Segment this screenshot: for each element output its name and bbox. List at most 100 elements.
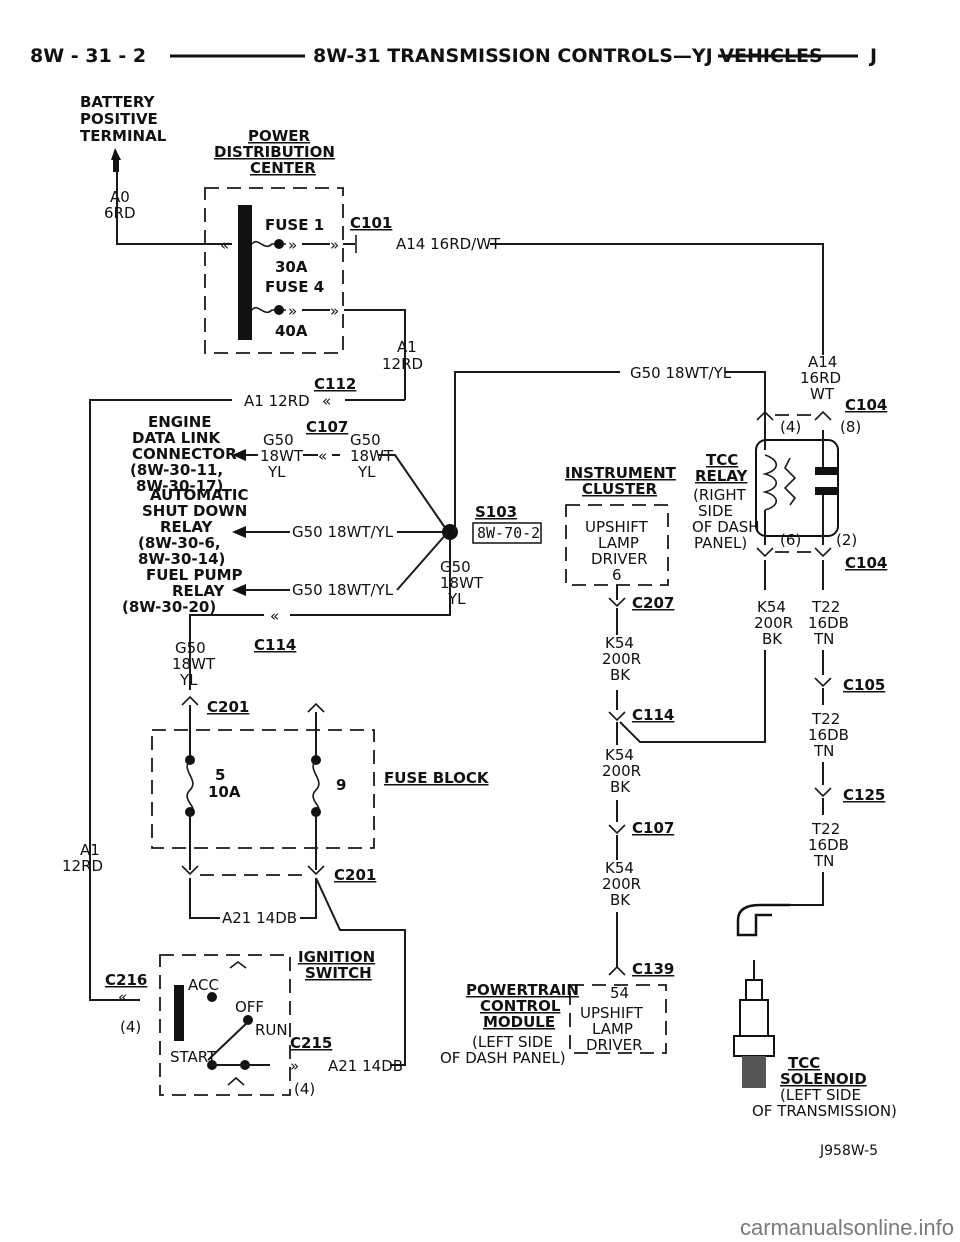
a14-wire-label: A14 16RD/WT (396, 235, 501, 253)
svg-text:SIDE: SIDE (698, 502, 733, 520)
tcc-relay: TCC RELAY (RIGHT SIDE OF DASH PANEL) (692, 430, 839, 552)
fuse-4-symbol (251, 306, 286, 314)
svg-text:TERMINAL: TERMINAL (80, 127, 167, 145)
svg-text:18WT: 18WT (350, 447, 394, 465)
fuse-5-rating: 10A (208, 783, 241, 801)
svg-text:T22: T22 (811, 598, 840, 616)
svg-text:BATTERY: BATTERY (80, 93, 156, 111)
svg-text:«: « (118, 988, 127, 1006)
svg-text:INSTRUMENT: INSTRUMENT (565, 464, 677, 482)
svg-text:»: » (330, 302, 339, 320)
svg-text:YL: YL (357, 463, 376, 481)
svg-text:200R: 200R (602, 762, 641, 780)
svg-text:G50 18WT/YL: G50 18WT/YL (292, 523, 394, 541)
a1-wire-label: A1 12RD (244, 392, 310, 410)
svg-text:SOLENOID: SOLENOID (780, 1070, 867, 1088)
svg-text:CONTROL: CONTROL (480, 997, 561, 1015)
svg-text:»: » (330, 236, 339, 254)
svg-text:(4): (4) (294, 1080, 315, 1098)
c105-label: C105 (843, 676, 885, 694)
svg-text:T22: T22 (811, 820, 840, 838)
svg-text:POSITIVE: POSITIVE (80, 110, 158, 128)
svg-text:18WT: 18WT (440, 574, 484, 592)
fuse-1-symbol (251, 240, 286, 248)
fuse-9-label: 9 (336, 776, 346, 794)
c101-label: C101 (350, 214, 392, 232)
fuse-block-label: FUSE BLOCK (384, 769, 490, 787)
section-letter: J (868, 45, 877, 67)
svg-text:(6): (6) (780, 531, 801, 549)
svg-text:«: « (318, 447, 327, 465)
svg-text:MODULE: MODULE (483, 1013, 555, 1031)
figure-id: J958W-5 (819, 1143, 878, 1159)
instrument-cluster: INSTRUMENT CLUSTER UPSHIFT LAMP DRIVER 6 (565, 464, 677, 586)
fuel-pump-relay: FUEL PUMP RELAY (8W-30-20) (122, 566, 243, 616)
arrow-left-icon (232, 449, 246, 461)
svg-text:UPSHIFT: UPSHIFT (580, 1004, 644, 1022)
svg-text:OF DASH PANEL): OF DASH PANEL) (440, 1049, 566, 1067)
svg-text:(RIGHT: (RIGHT (693, 486, 747, 504)
c207-label: C207 (632, 594, 674, 612)
svg-text:TCC: TCC (788, 1054, 820, 1072)
svg-text:G50: G50 (263, 431, 294, 449)
engine-data-link-connector: ENGINE DATA LINK CONNECTOR (8W-30-11, 8W… (130, 413, 237, 495)
svg-text:YL: YL (447, 590, 466, 608)
svg-text:RELAY: RELAY (160, 518, 214, 536)
solenoid-connector-icon (736, 903, 790, 937)
page-title: 8W-31 TRANSMISSION CONTROLS—YJ VEHICLES (313, 45, 823, 67)
svg-text:LAMP: LAMP (598, 534, 639, 552)
fuse-4-label: FUSE 4 (265, 278, 324, 296)
svg-text:200R: 200R (754, 614, 793, 632)
svg-text:G50: G50 (440, 558, 471, 576)
svg-text:PANEL): PANEL) (694, 534, 747, 552)
watermark: carmanualsonline.info (740, 1215, 954, 1240)
c114-right-label: C114 (632, 706, 674, 724)
c216-label: C216 (105, 971, 147, 989)
svg-text:A1: A1 (80, 841, 100, 859)
svg-text:12RD: 12RD (382, 355, 423, 373)
c112-label: C112 (314, 375, 356, 393)
c215-label: C215 (290, 1034, 332, 1052)
svg-text:CLUSTER: CLUSTER (582, 480, 657, 498)
svg-text:»: » (288, 236, 297, 254)
svg-text:DRIVER: DRIVER (586, 1036, 643, 1054)
svg-text:IGNITION: IGNITION (298, 948, 375, 966)
svg-text:RUN: RUN (255, 1021, 288, 1039)
svg-text:18WT: 18WT (260, 447, 304, 465)
svg-text:OF TRANSMISSION): OF TRANSMISSION) (752, 1102, 897, 1120)
svg-text:DATA LINK: DATA LINK (132, 429, 221, 447)
svg-text:LAMP: LAMP (592, 1020, 633, 1038)
svg-text:A21 14DB: A21 14DB (222, 909, 297, 927)
svg-text:A0: A0 (110, 188, 130, 206)
svg-text:OF DASH: OF DASH (692, 518, 760, 536)
svg-text:«: « (270, 607, 279, 625)
svg-text:A1: A1 (397, 338, 417, 356)
g50-top-wire-label: G50 18WT/YL (630, 364, 732, 382)
svg-text:A14: A14 (808, 353, 837, 371)
svg-text:FUEL PUMP: FUEL PUMP (146, 566, 243, 584)
svg-text:6RD: 6RD (104, 204, 136, 222)
fuse-5-label: 5 (215, 766, 225, 784)
svg-text:WT: WT (810, 385, 835, 403)
svg-text:(8W-30-6,: (8W-30-6, (138, 534, 221, 552)
svg-text:T22: T22 (811, 710, 840, 728)
svg-text:DISTRIBUTION: DISTRIBUTION (214, 143, 335, 161)
fuse-1-rating: 30A (275, 258, 308, 276)
svg-text:CONNECTOR: CONNECTOR (132, 445, 237, 463)
svg-text:(4): (4) (120, 1018, 141, 1036)
svg-text:POWERTRAIN: POWERTRAIN (466, 981, 579, 999)
svg-text:START: START (170, 1048, 217, 1066)
page-header: 8W - 31 - 2 8W-31 TRANSMISSION CONTROLS—… (30, 45, 877, 67)
svg-text:200R: 200R (602, 875, 641, 893)
svg-text:YL: YL (267, 463, 286, 481)
svg-text:BK: BK (610, 891, 631, 909)
power-distribution-center: POWER DISTRIBUTION CENTER FUSE 1 30A FUS… (204, 127, 392, 354)
svg-text:A21 14DB: A21 14DB (328, 1057, 403, 1075)
svg-text:RELAY: RELAY (695, 467, 749, 485)
svg-text:(LEFT SIDE: (LEFT SIDE (780, 1086, 861, 1104)
svg-text:BK: BK (762, 630, 783, 648)
asd-relay: AUTOMATIC SHUT DOWN RELAY (8W-30-6, 8W-3… (138, 486, 249, 568)
svg-text:SHUT DOWN: SHUT DOWN (142, 502, 247, 520)
c114-label: C114 (254, 636, 296, 654)
